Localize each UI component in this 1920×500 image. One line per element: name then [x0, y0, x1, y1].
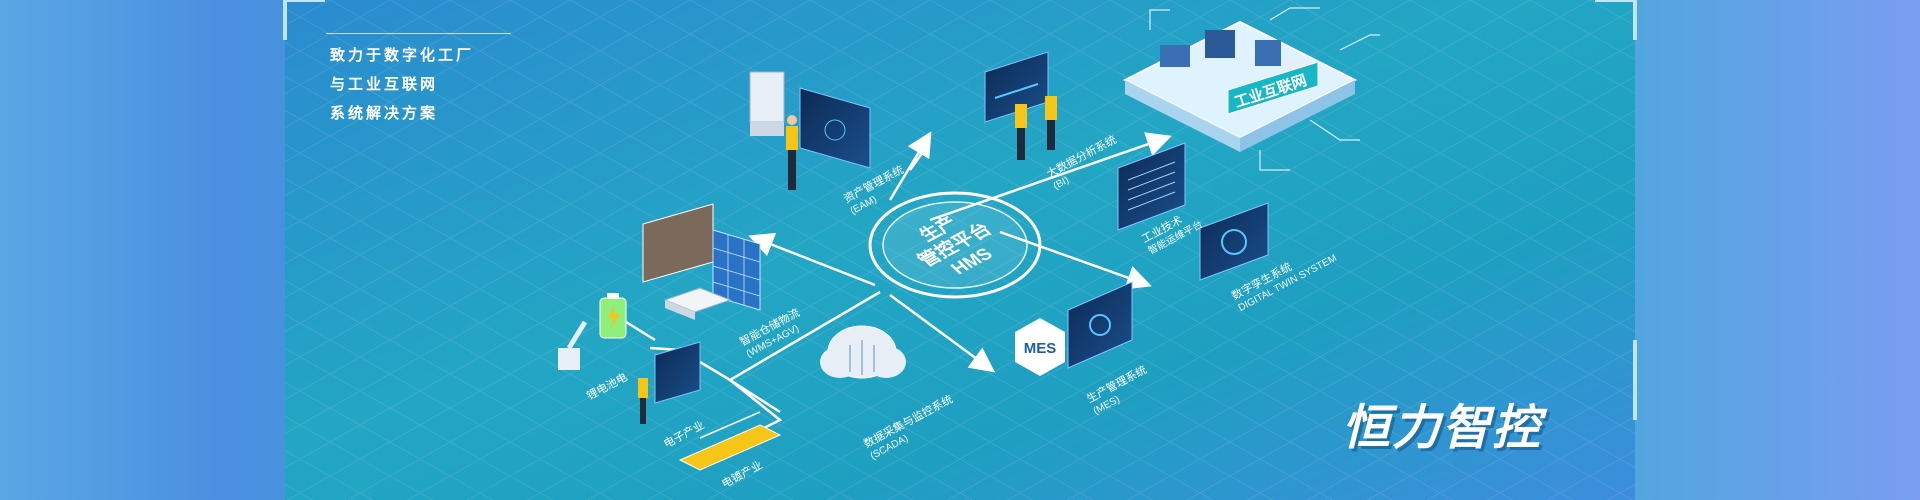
twin-dial-icon	[1221, 229, 1247, 255]
worker-head	[787, 115, 797, 125]
mes-screen	[1067, 281, 1133, 369]
battery-illustration	[558, 293, 627, 370]
worker-legs	[1047, 120, 1055, 150]
isometric-grid	[285, 0, 1635, 500]
rack-cells	[712, 234, 761, 305]
iot-base-side	[1240, 80, 1355, 152]
iot-base-side	[1125, 80, 1240, 152]
electronics-screen	[654, 341, 701, 404]
hms-hub[interactable]: 生产 管控平台 HMS	[868, 191, 1042, 299]
worker-figure	[638, 378, 648, 398]
arrow-to-mes	[889, 293, 996, 373]
circuit-lines	[1149, 7, 1380, 171]
plating-rail	[699, 411, 761, 439]
arrow-to-eam	[888, 131, 932, 201]
line-to-plating	[729, 379, 783, 432]
frame-corner	[1595, 0, 1637, 40]
hub-outer-ring	[868, 191, 1042, 299]
worker-figure	[1015, 104, 1027, 128]
wms-illustration	[642, 203, 761, 320]
arrow-to-bi	[929, 132, 1172, 222]
arrow-to-twin	[999, 230, 1152, 290]
tagline-line1: 致力于数字化工厂	[330, 47, 475, 64]
worker-legs	[1017, 128, 1025, 160]
plating-tank	[678, 424, 782, 471]
twin-illustration	[1199, 202, 1269, 281]
worker-legs	[640, 398, 646, 424]
bolt-icon	[608, 306, 620, 330]
tagline-line2: 与工业互联网	[330, 76, 439, 93]
eam-illustration	[749, 71, 871, 190]
screen-chart-icon	[824, 119, 846, 141]
server-rack-icon	[749, 71, 785, 123]
iot-sign	[1227, 61, 1319, 115]
cloud-puff	[866, 346, 906, 378]
cloud-puff	[820, 346, 860, 378]
twin-screen	[1199, 202, 1269, 281]
bi-illustration	[984, 51, 1057, 160]
machine-icon	[1205, 30, 1235, 58]
machine-icon	[1160, 45, 1190, 67]
robot-arm-link	[566, 320, 588, 350]
ops-illustration	[1117, 142, 1186, 231]
worker-legs	[788, 150, 796, 190]
arrow-to-wms	[748, 232, 876, 287]
ops-screen-rows	[1127, 161, 1176, 211]
bi-chart-line	[994, 83, 1039, 99]
brand-logo-text: 恒力智控	[1342, 402, 1543, 455]
cloud-circuit	[849, 340, 875, 375]
worker-figure	[1045, 96, 1057, 120]
frame-corner	[283, 0, 325, 40]
tagline-divider	[326, 33, 511, 34]
mes-hexagon	[1015, 318, 1065, 376]
electronics-illustration	[638, 341, 701, 424]
hub-inner-ring	[882, 201, 1028, 289]
monitor-screen	[799, 87, 871, 169]
mes-illustration[interactable]: MES	[1015, 281, 1133, 376]
mes-dial-icon	[1089, 314, 1111, 336]
server-base	[750, 122, 784, 136]
machine-icon	[1255, 40, 1281, 66]
plating-illustration	[678, 411, 782, 471]
robot-arm-icon	[558, 348, 580, 370]
iot-platform[interactable]: 工业互联网	[1122, 7, 1380, 171]
tagline-line3: 系统解决方案	[330, 105, 439, 122]
worker-figure	[786, 126, 798, 150]
agv-robot-side	[665, 300, 695, 320]
mes-badge-text: MES	[1024, 340, 1057, 357]
battery-cap	[607, 293, 619, 299]
scada-illustration	[820, 325, 906, 379]
